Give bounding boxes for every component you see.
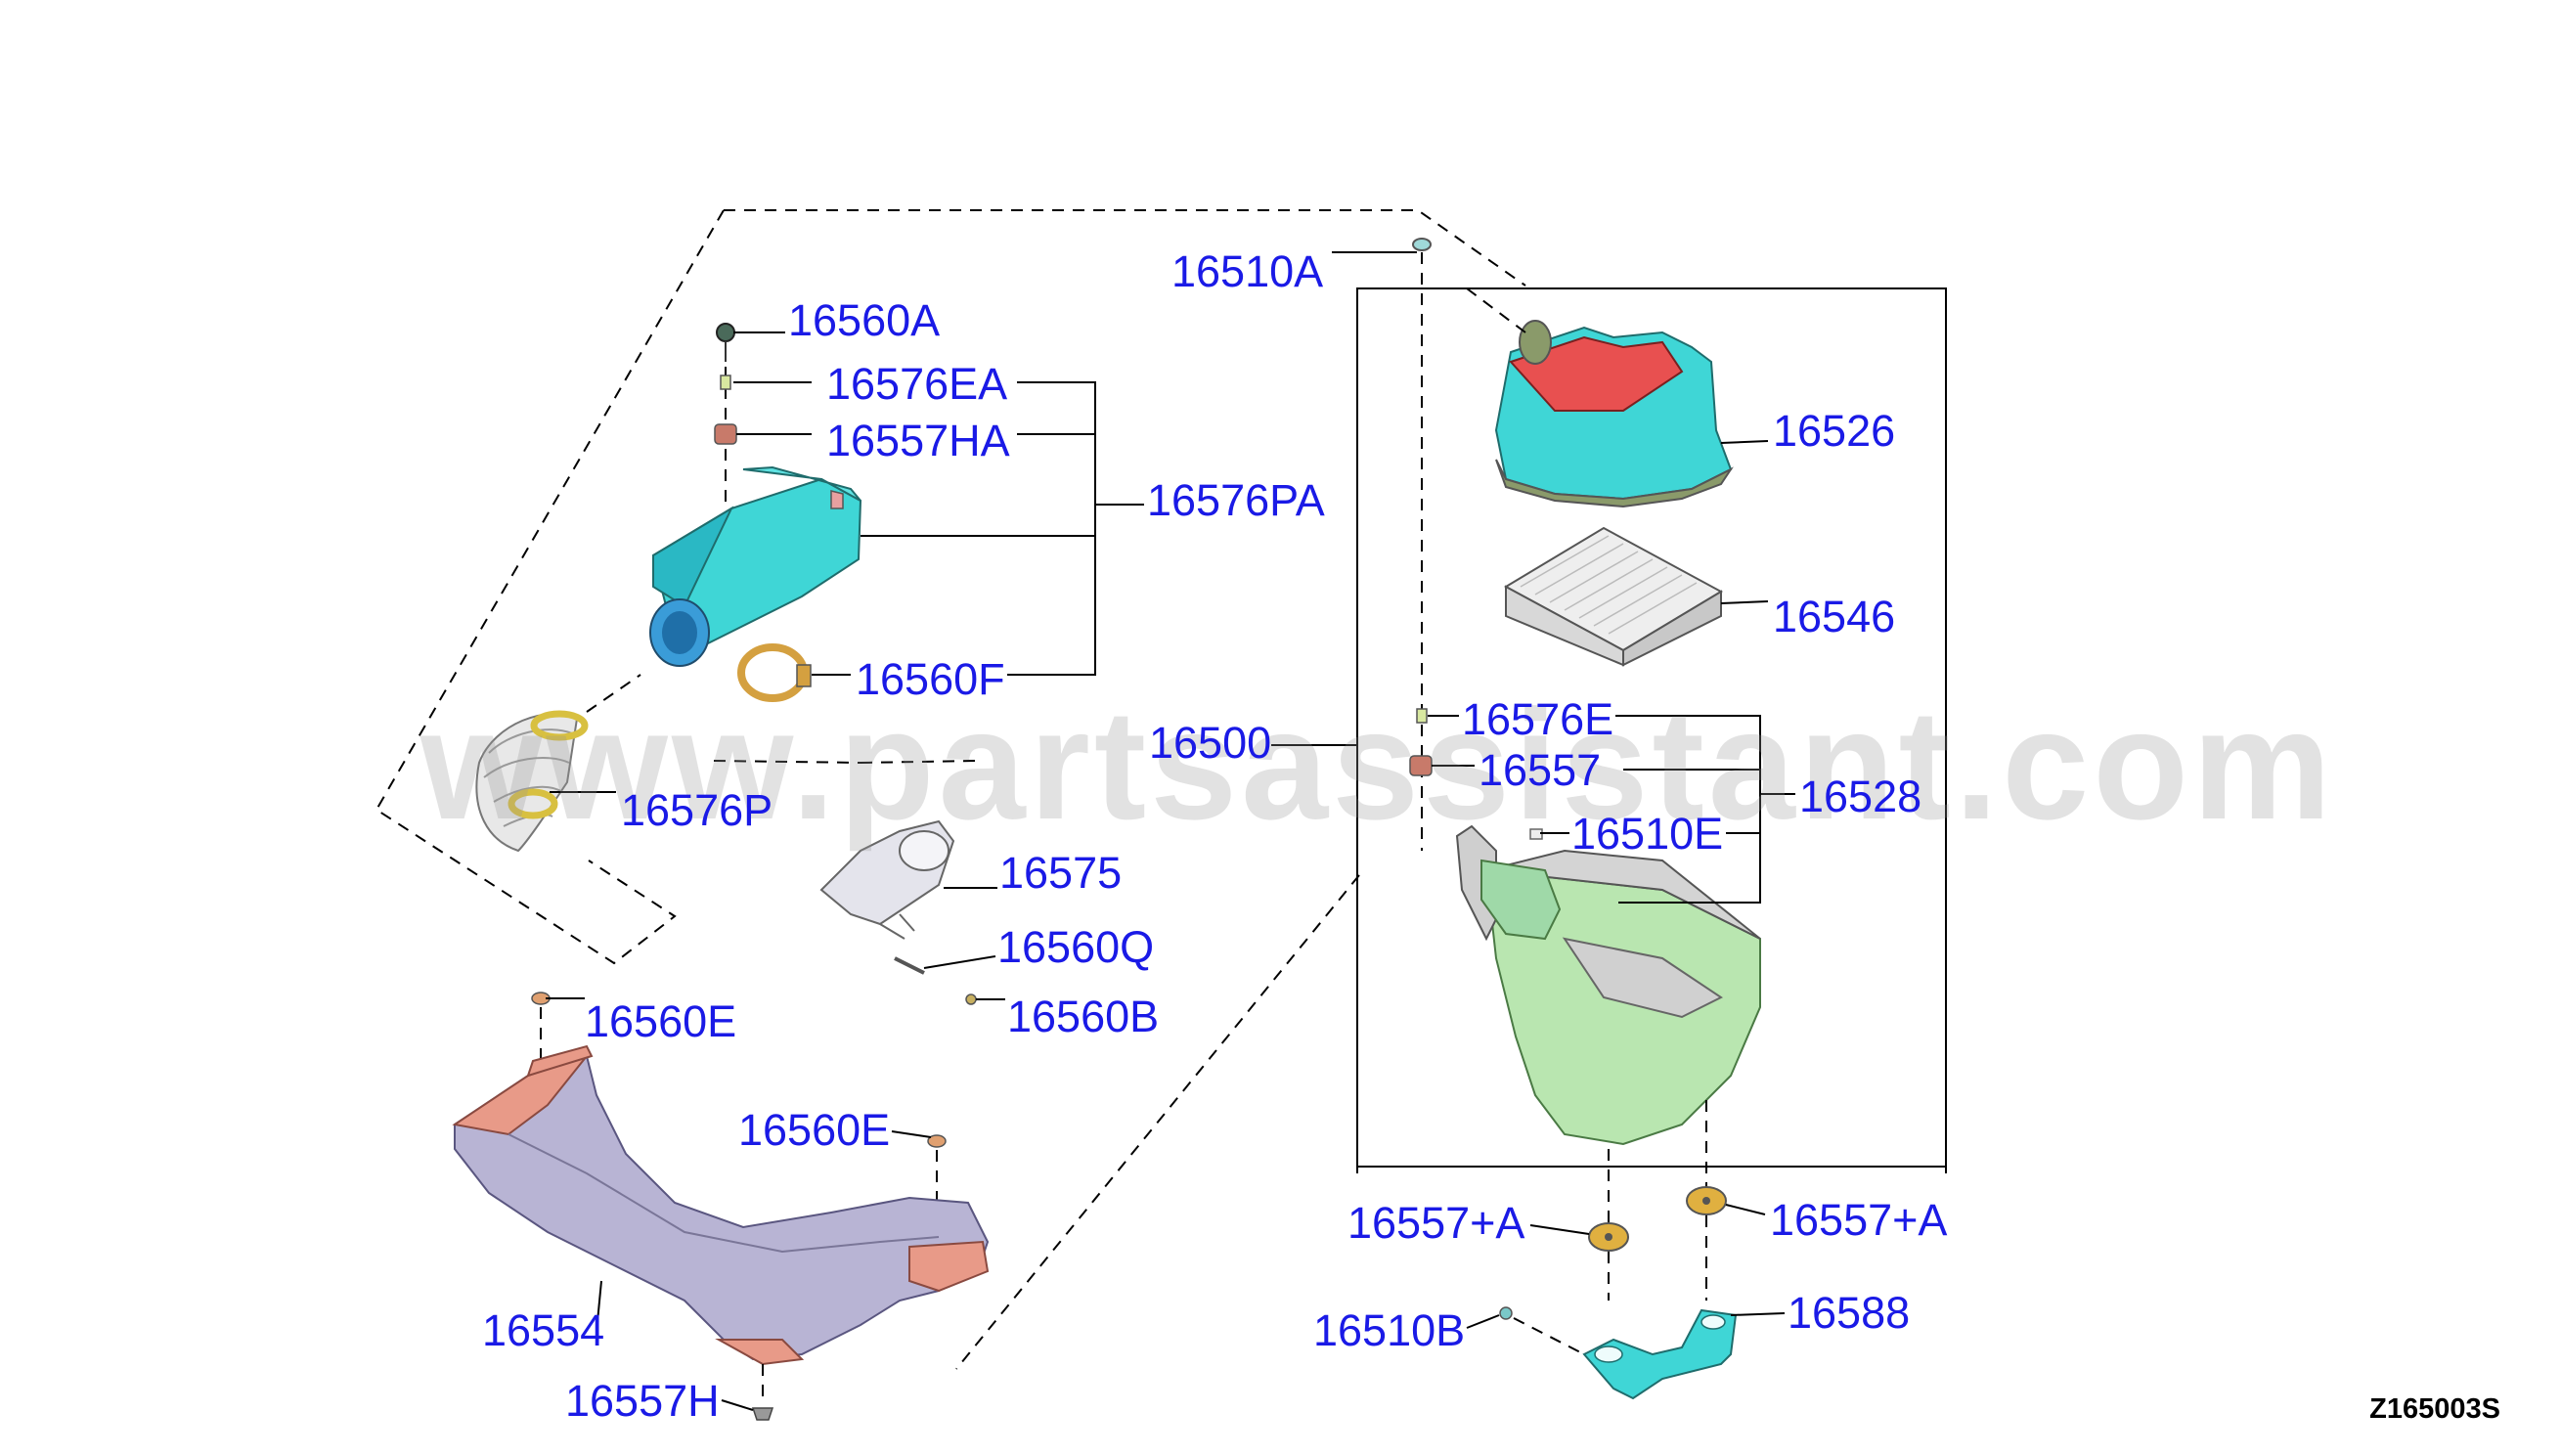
clamp-16560f-icon <box>737 643 812 702</box>
part-label-16575[interactable]: 16575 <box>999 848 1123 898</box>
part-label-16557a-left[interactable]: 16557+A <box>1347 1198 1525 1248</box>
part-label-16560e-right[interactable]: 16560E <box>738 1105 891 1155</box>
drawing-code: Z165003S <box>2369 1393 2500 1425</box>
watermark: www.partsassistant.com <box>420 677 2336 852</box>
part-label-16576p[interactable]: 16576P <box>621 785 773 835</box>
screw-16510a-icon <box>1412 238 1432 851</box>
part-label-16554[interactable]: 16554 <box>482 1305 605 1355</box>
part-label-16528[interactable]: 16528 <box>1799 772 1922 821</box>
air-cleaner-cover-16526-icon <box>1466 287 1734 508</box>
part-label-16560q[interactable]: 16560Q <box>997 922 1155 972</box>
grommet-16557h-icon <box>751 1364 774 1421</box>
part-label-16557ha[interactable]: 16557HA <box>826 416 1010 465</box>
bolt-16510b-icon <box>1499 1306 1585 1355</box>
sensor-16575-icon <box>819 819 955 940</box>
bracket-16588-icon <box>1582 1308 1738 1400</box>
part-label-16560a[interactable]: 16560A <box>788 295 941 345</box>
part-label-16560b[interactable]: 16560B <box>1007 992 1160 1041</box>
part-label-16510e[interactable]: 16510E <box>1571 809 1724 859</box>
air-cleaner-assembly-box <box>1356 287 1947 1168</box>
part-label-16576pa[interactable]: 16576PA <box>1147 475 1325 525</box>
part-label-16588[interactable]: 16588 <box>1788 1288 1911 1338</box>
part-label-16557a-right[interactable]: 16557+A <box>1770 1195 1948 1245</box>
part-label-16526[interactable]: 16526 <box>1773 406 1896 456</box>
assembly-outline <box>724 209 1526 287</box>
part-label-16557h[interactable]: 16557H <box>565 1376 720 1426</box>
bolt-16560b-icon <box>965 993 977 1005</box>
part-label-16576e[interactable]: 16576E <box>1462 694 1614 744</box>
part-label-16560e-top[interactable]: 16560E <box>585 996 737 1046</box>
collar-16576e-icon <box>1416 708 1428 724</box>
collar-16576ea-icon <box>720 375 731 390</box>
bolt-16560q-icon <box>894 956 925 975</box>
leader-dash <box>713 760 861 764</box>
part-label-16557[interactable]: 16557 <box>1479 745 1602 795</box>
air-filter-16546-icon <box>1503 526 1724 667</box>
part-label-16500[interactable]: 16500 <box>1149 718 1272 768</box>
grommet-16557ha-icon <box>714 423 737 445</box>
bolt-16560e-right-icon <box>927 1134 947 1222</box>
part-label-16560f[interactable]: 16560F <box>856 654 1005 704</box>
leader-lines <box>546 251 1795 1411</box>
air-inlet-duct-16554-icon <box>452 1044 990 1366</box>
leader-dash <box>586 674 641 713</box>
part-label-16510a[interactable]: 16510A <box>1171 246 1324 296</box>
screw-16560a-icon <box>716 323 735 508</box>
grommet-16557a-left-icon <box>1588 1222 1629 1252</box>
part-label-16546[interactable]: 16546 <box>1773 592 1896 641</box>
part-label-16510b[interactable]: 16510B <box>1313 1305 1466 1355</box>
assembly-outline-left <box>375 209 725 965</box>
hose-16576p-icon <box>475 710 589 853</box>
grommet-16557a-right-icon <box>1686 1186 1727 1215</box>
resonator-duct-16576pa-icon <box>649 465 862 667</box>
air-cleaner-body-16528-icon <box>1455 824 1761 1301</box>
assembly-outline-right <box>955 874 1360 1370</box>
part-label-16576ea[interactable]: 16576EA <box>826 359 1008 409</box>
